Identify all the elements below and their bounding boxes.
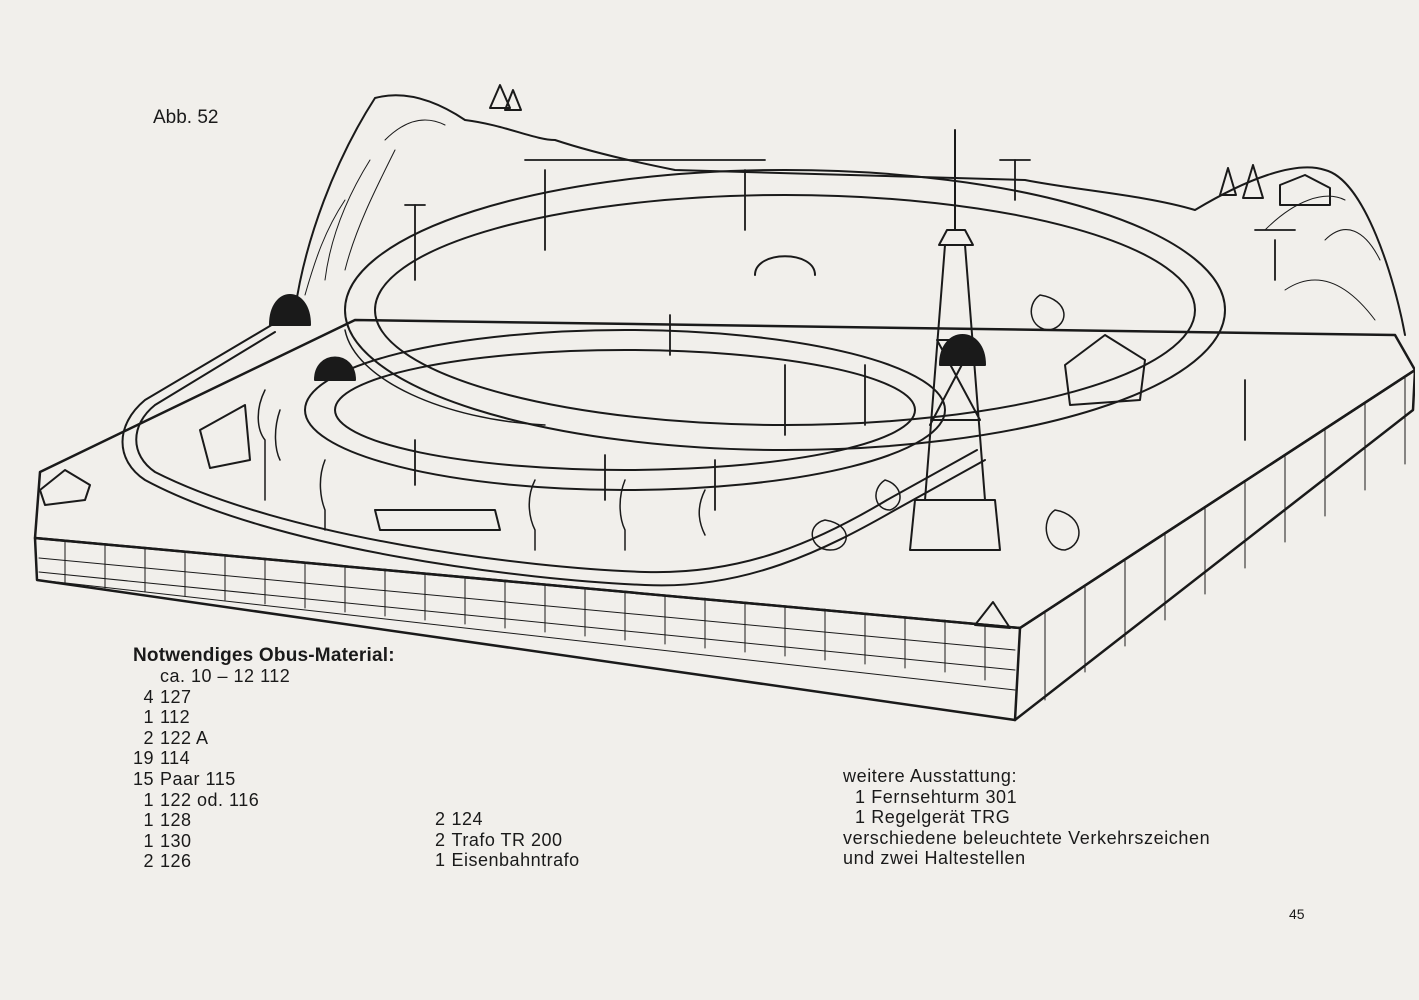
item-qty: 2 bbox=[143, 851, 154, 872]
houses bbox=[39, 334, 1146, 629]
item-text: 114 bbox=[160, 748, 191, 769]
figure-label: Abb. 52 bbox=[153, 107, 219, 128]
board-hatching bbox=[38, 377, 1406, 701]
extras-title: weitere Ausstattung: bbox=[843, 766, 1018, 786]
item-text: 130 bbox=[160, 830, 192, 851]
item-qty: 1 bbox=[435, 850, 446, 871]
catenary-poles bbox=[404, 159, 1296, 511]
item-qty: 1 bbox=[143, 810, 154, 831]
list-item: 1 Regelgerät TRG bbox=[855, 807, 1011, 828]
list-item: 2 122 A bbox=[130, 728, 290, 749]
list-item: 1 130 bbox=[130, 831, 290, 852]
item-qty: 1 bbox=[143, 707, 154, 728]
item-text: 128 bbox=[160, 810, 192, 831]
extras-line: und zwei Haltestellen bbox=[843, 848, 1026, 869]
list-item: 1 122 od. 116 bbox=[130, 790, 290, 811]
trees bbox=[257, 294, 1080, 551]
item-qty: 1 bbox=[143, 789, 154, 810]
list-item: 4 127 bbox=[130, 687, 290, 708]
page-number: 45 bbox=[1289, 906, 1305, 922]
item-qty: 2 bbox=[435, 829, 446, 850]
item-qty: 2 bbox=[435, 809, 446, 829]
item-text: 126 bbox=[160, 851, 192, 872]
extras-line: verschiedene beleuchtete Verkehrszeichen bbox=[843, 827, 1211, 848]
item-qty: 4 bbox=[143, 686, 154, 707]
mountains bbox=[294, 84, 1406, 336]
list-item: 15 Paar 115 bbox=[130, 769, 290, 790]
base-board bbox=[33, 318, 1415, 722]
item-qty: 19 bbox=[132, 748, 154, 769]
item-text: Trafo TR 200 bbox=[451, 829, 563, 850]
list-item: 1 128 bbox=[130, 810, 290, 831]
list-item: ca. 10 – 12 112 bbox=[130, 666, 290, 687]
item-text: Eisenbahntrafo bbox=[451, 850, 580, 871]
item-text: 127 bbox=[160, 686, 192, 707]
item-qty: 1 bbox=[143, 830, 154, 851]
lower-road bbox=[304, 329, 946, 491]
rock-hatching bbox=[304, 119, 1381, 321]
item-qty: 2 bbox=[143, 727, 154, 748]
extras-list: weitere Ausstattung: 1 Fernsehturm 301 1… bbox=[843, 766, 1210, 869]
tv-tower bbox=[909, 129, 1001, 551]
list-item: 1 112 bbox=[130, 707, 290, 728]
list-item: 1 Fernsehturm 301 bbox=[855, 786, 1018, 807]
list-item: 2 126 bbox=[130, 851, 290, 872]
item-text: 122 od. 116 bbox=[160, 789, 260, 810]
item-text: 124 bbox=[451, 809, 484, 829]
item-text: 122 A bbox=[160, 727, 209, 748]
materials-title: Notwendiges Obus-Material: bbox=[133, 645, 395, 666]
layout-illustration bbox=[33, 84, 1415, 722]
item-qty: 15 bbox=[132, 768, 154, 789]
item-text: 112 bbox=[160, 707, 191, 728]
item-text: ca. 10 – 12 112 bbox=[160, 666, 291, 686]
list-item: 19 114 bbox=[130, 748, 290, 769]
railway-track bbox=[121, 319, 986, 587]
item-text: Paar 115 bbox=[160, 768, 236, 789]
